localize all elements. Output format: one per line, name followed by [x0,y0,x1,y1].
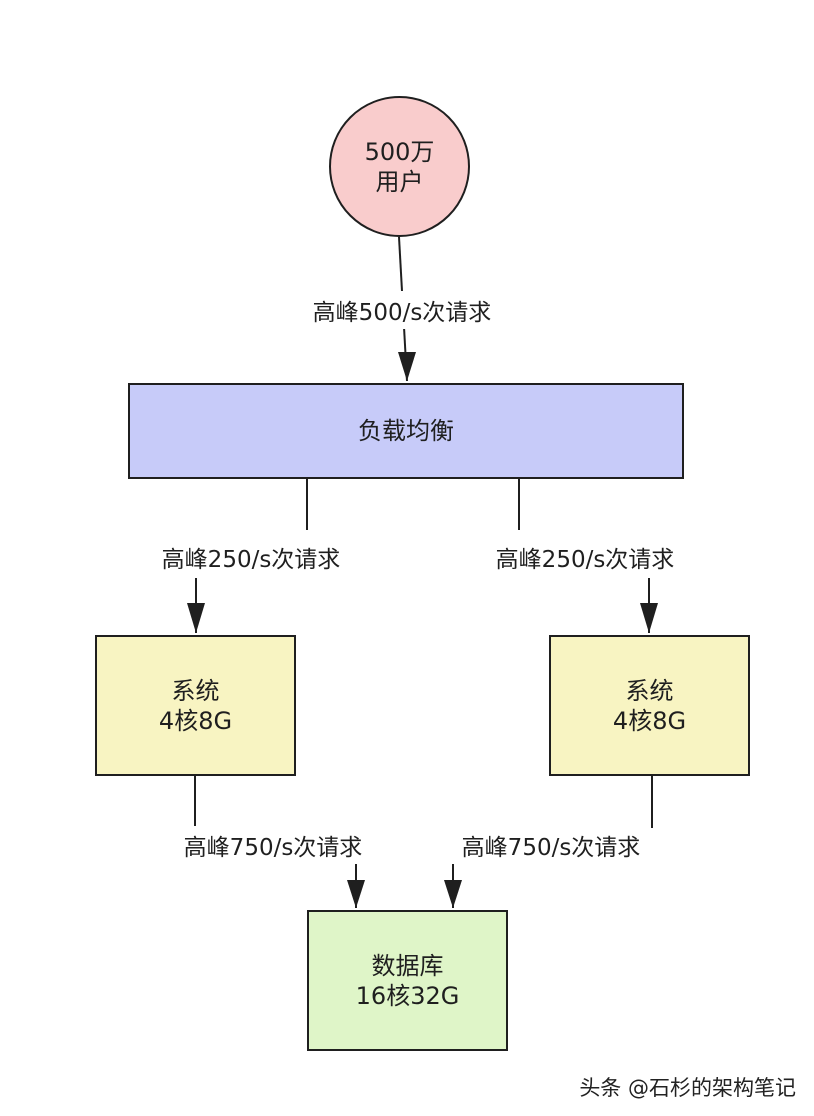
watermark-text: 头条 @石杉的架构笔记 [579,1076,796,1100]
load-balancer-node: 负载均衡 [128,383,684,479]
database-title: 数据库 [371,951,444,980]
edge-label-system-left-to-db: 高峰750/s次请求 [179,826,367,864]
users-count: 500万 [364,137,435,166]
system-left-node: 系统 4核8G [95,635,296,776]
edge-label-lb-to-system-right: 高峰250/s次请求 [491,538,679,576]
database-spec: 16核32G [355,981,460,1010]
arrowhead-system-left-to-db [347,880,365,908]
system-right-spec: 4核8G [612,706,687,735]
system-left-spec: 4核8G [158,706,233,735]
arrowhead-lb-to-system-right [640,603,658,633]
edge-label-users-to-lb: 高峰500/s次请求 [308,291,496,329]
system-left-title: 系统 [171,676,220,705]
system-right-title: 系统 [625,676,674,705]
arrowhead-lb-to-system-left [187,603,205,633]
arrowhead-users-to-lb [398,352,416,381]
users-label: 用户 [375,167,424,196]
arrowhead-system-right-to-db [444,880,462,908]
edge-label-lb-to-system-left: 高峰250/s次请求 [157,538,345,576]
system-right-node: 系统 4核8G [549,635,750,776]
load-balancer-label: 负载均衡 [358,417,454,445]
database-node: 数据库 16核32G [307,910,508,1051]
users-node: 500万 用户 [329,96,470,237]
edge-label-system-right-to-db: 高峰750/s次请求 [457,826,645,864]
